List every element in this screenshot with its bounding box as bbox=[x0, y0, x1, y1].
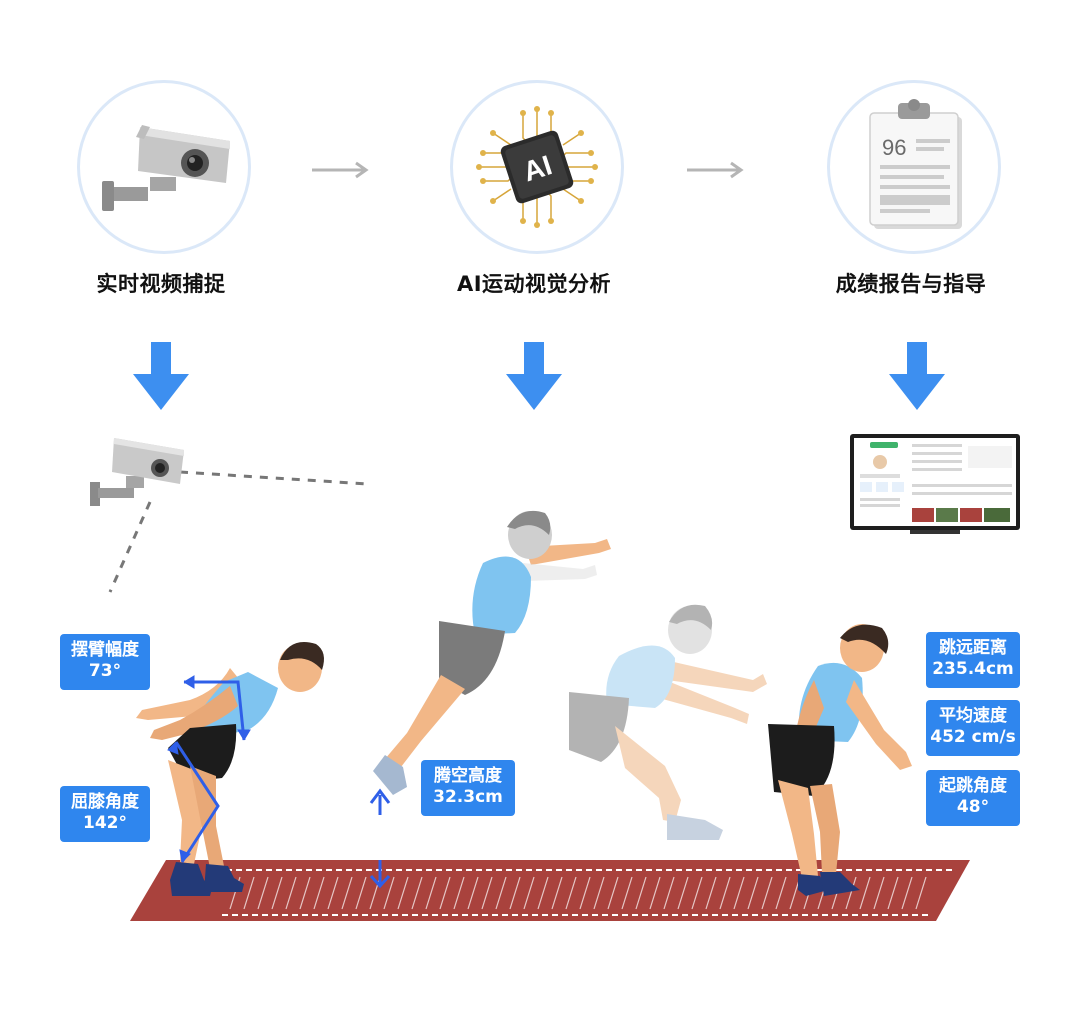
metric-knee-bend-value: 142° bbox=[83, 813, 127, 833]
height-arrow-bottom bbox=[369, 860, 391, 889]
flow-arrow-1 bbox=[312, 161, 369, 179]
metric-takeoff-angle: 起跳角度 48° bbox=[926, 770, 1020, 826]
metric-takeoff-angle-value: 48° bbox=[956, 797, 990, 817]
metric-air-height: 腾空高度 32.3cm bbox=[421, 760, 515, 816]
running-track bbox=[130, 860, 970, 921]
step-circle-video-capture bbox=[77, 80, 251, 254]
athlete-landing bbox=[569, 604, 767, 840]
report-monitor-icon bbox=[850, 434, 1020, 534]
metric-arm-swing-value: 73° bbox=[88, 661, 122, 681]
metric-air-height-label: 腾空高度 bbox=[434, 766, 502, 786]
step-label-ai-analysis: AI运动视觉分析 bbox=[456, 272, 612, 296]
flow-arrow-2 bbox=[687, 161, 744, 179]
metric-air-height-value: 32.3cm bbox=[433, 787, 503, 807]
ai-chip-icon: AI bbox=[476, 106, 598, 228]
metric-arm-swing-label: 摆臂幅度 bbox=[71, 640, 139, 660]
metric-avg-speed-label: 平均速度 bbox=[939, 706, 1007, 726]
athlete-airborne bbox=[369, 510, 611, 815]
step-circle-report: 96 bbox=[827, 80, 1001, 254]
down-arrow-1 bbox=[133, 342, 189, 410]
metric-jump-distance: 跳远距离 235.4cm bbox=[926, 632, 1020, 688]
metric-takeoff-angle-label: 起跳角度 bbox=[939, 776, 1007, 796]
security-camera-icon bbox=[102, 125, 230, 211]
metric-jump-distance-label: 跳远距离 bbox=[939, 638, 1007, 658]
metric-knee-bend-label: 屈膝角度 bbox=[71, 792, 139, 812]
down-arrow-3 bbox=[889, 342, 945, 410]
step-circle-ai-analysis: AI bbox=[450, 80, 624, 254]
metric-jump-distance-value: 235.4cm bbox=[932, 659, 1014, 679]
metric-avg-speed-value: 452 cm/s bbox=[930, 727, 1016, 747]
athlete-final bbox=[768, 624, 912, 896]
step-label-video-capture: 实时视频捕捉 bbox=[96, 272, 226, 296]
metric-knee-bend: 屈膝角度 142° bbox=[60, 786, 150, 842]
step-label-report: 成绩报告与指导 bbox=[835, 272, 987, 296]
metric-avg-speed: 平均速度 452 cm/s bbox=[926, 700, 1020, 756]
report-score: 96 bbox=[882, 135, 906, 160]
clipboard-report-icon: 96 bbox=[869, 99, 962, 229]
metric-arm-swing: 摆臂幅度 73° bbox=[60, 634, 150, 690]
down-arrow-2 bbox=[506, 342, 562, 410]
athlete-crouch bbox=[136, 642, 324, 896]
small-camera-icon bbox=[90, 438, 369, 593]
